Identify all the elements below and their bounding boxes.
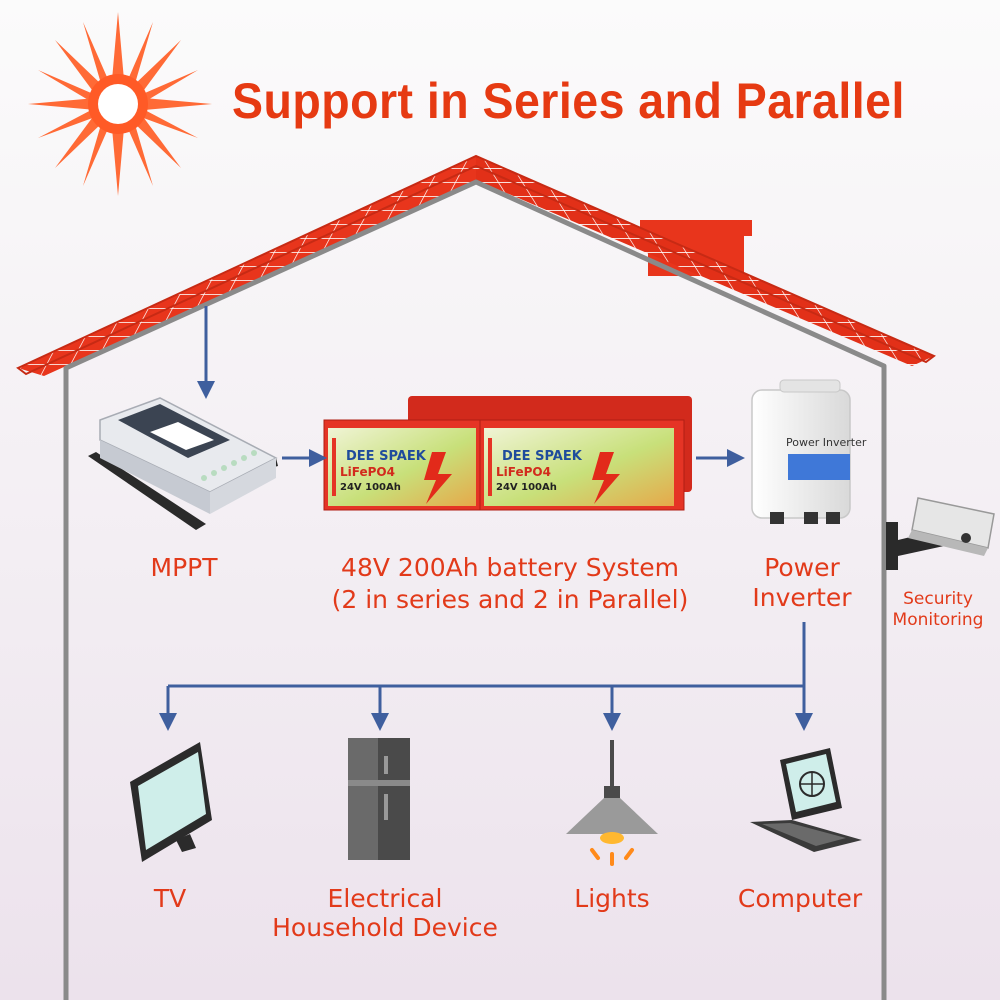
battery-brand-1: DEE SPAEK xyxy=(346,449,427,464)
label-mppt: MPPT xyxy=(150,553,218,582)
battery-chemistry-1: LiFePO4 xyxy=(340,465,395,479)
label-lights: Lights xyxy=(574,884,650,913)
battery-rating-2: 24V 100Ah xyxy=(496,482,557,493)
chimney xyxy=(640,220,752,236)
label-computer: Computer xyxy=(737,884,863,913)
inverter-device-text: Power Inverter xyxy=(786,436,867,449)
tv-icon xyxy=(130,742,212,862)
battery-brand-2: DEE SPAEK xyxy=(502,449,583,464)
label-security-line1: Security xyxy=(903,589,973,609)
battery-pack-icon: DEE SPAEK DEE SPAEK LiFePO4 LiFePO4 24V … xyxy=(323,396,692,511)
battery-rating-1: 24V 100Ah xyxy=(340,482,401,493)
label-device-line2: Household Device xyxy=(272,913,498,942)
ceiling-lamp-icon xyxy=(566,740,658,866)
page-title: Support in Series and Parallel xyxy=(232,73,905,129)
label-tv: TV xyxy=(153,884,187,913)
connection-arrows xyxy=(159,306,813,731)
label-inverter-line2: Inverter xyxy=(752,583,852,612)
label-battery-line2: (2 in series and 2 in Parallel) xyxy=(331,585,689,614)
house-outline xyxy=(63,179,887,1000)
label-inverter-line1: Power xyxy=(764,553,840,582)
sun-icon xyxy=(28,12,212,196)
distribution-bus xyxy=(168,622,806,688)
refrigerator-icon xyxy=(348,738,410,860)
security-camera-icon xyxy=(886,497,995,570)
laptop-icon xyxy=(750,748,862,852)
power-inverter-icon: Power Inverter xyxy=(751,379,867,524)
label-device-line1: Electrical xyxy=(327,884,443,913)
battery-chemistry-2: LiFePO4 xyxy=(496,465,551,479)
label-security-line2: Monitoring xyxy=(892,610,984,630)
label-battery-line1: 48V 200Ah battery System xyxy=(341,553,679,582)
solar-roof-icon xyxy=(16,154,936,376)
mppt-controller-icon xyxy=(88,397,278,530)
